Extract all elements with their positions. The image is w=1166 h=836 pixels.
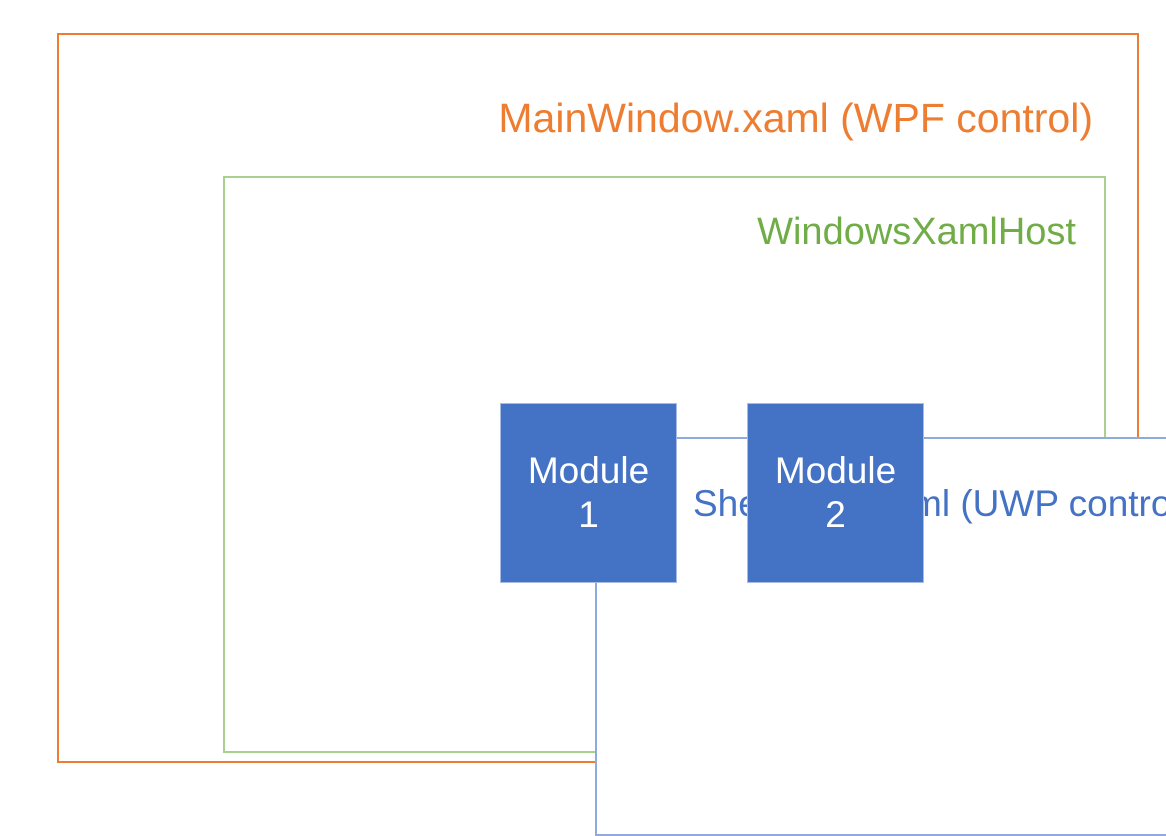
wpf-mainwindow-box: MainWindow.xaml (WPF control) WindowsXam… xyxy=(57,33,1166,836)
module-tile-1-line2: 1 xyxy=(578,494,599,535)
diagram-canvas: MainWindow.xaml (WPF control) WindowsXam… xyxy=(57,33,1166,836)
module-tile-1[interactable]: Module 1 xyxy=(500,403,677,583)
module-tile-2[interactable]: Module 2 xyxy=(747,403,924,583)
module-tile-1-line1: Module xyxy=(527,450,650,492)
wpf-mainwindow-label: MainWindow.xaml (WPF control) xyxy=(498,95,1093,141)
module-tile-2-line1: Module xyxy=(774,450,897,492)
module-tile-2-line2: 2 xyxy=(825,494,846,535)
windows-xaml-host-label: WindowsXamlHost xyxy=(757,211,1076,253)
